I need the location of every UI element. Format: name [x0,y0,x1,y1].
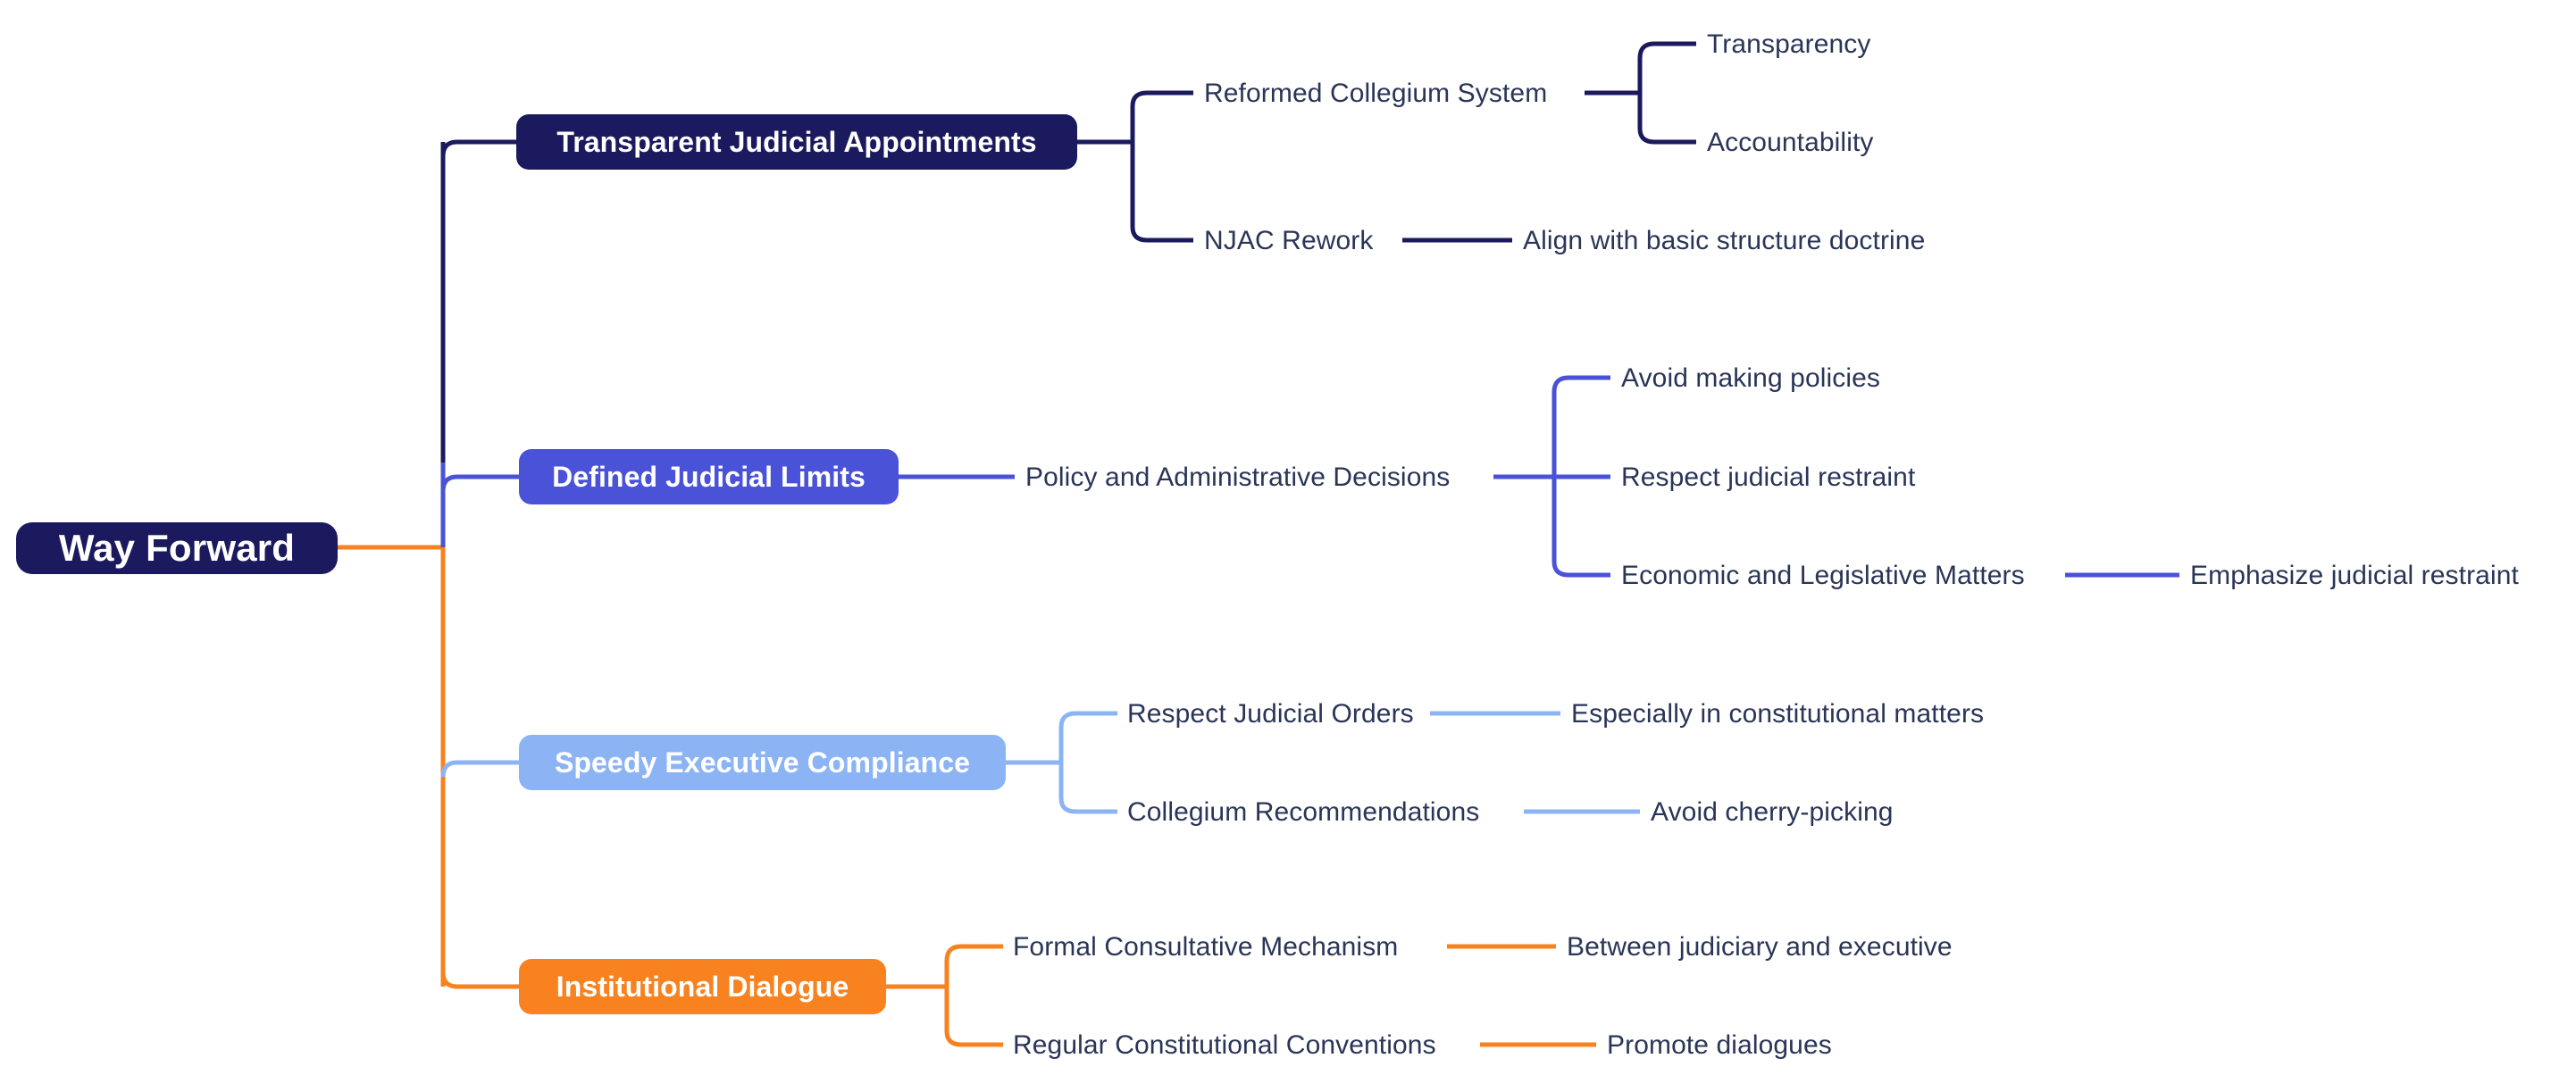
subnode-label: Respect Judicial Orders [1127,699,1414,729]
subnode-njac-rework[interactable]: NJAC Rework [1204,226,1373,256]
branch-label: Institutional Dialogue [556,971,849,1003]
connector-id-bracket-upper [944,944,1003,987]
connector-sec-bracket-upper [1058,711,1117,762]
leaf-transparency[interactable]: Transparency [1707,29,1871,60]
leaf-especially-in-constitutional-matters[interactable]: Especially in constitutional matters [1571,699,1984,729]
connector-branch-defined-judicial-limits [440,474,519,492]
subnode-label: Policy and Administrative Decisions [1025,462,1451,492]
root-node[interactable]: Way Forward [16,522,338,574]
leaf-label: Especially in constitutional matters [1571,699,1985,729]
leaf-economic-and-legislative-matters[interactable]: Economic and Legislative Matters [1621,561,2025,591]
leaf-label: Between judiciary and executive [1567,932,1953,962]
subnode-formal-consultative-mechanism[interactable]: Formal Consultative Mechanism [1013,932,1398,962]
connector-pad-bracket-lower [1551,477,1610,578]
leaf-respect-judicial-restraint[interactable]: Respect judicial restraint [1621,462,1915,493]
connector-rcs-bracket-lower [1637,93,1696,145]
subnode-label: Collegium Recommendations [1127,797,1480,827]
leaf-label: Avoid making policies [1621,363,1881,393]
subnode-label: Reformed Collegium System [1204,79,1548,108]
branch-node-defined-judicial-limits[interactable]: Defined Judicial Limits [519,449,899,504]
leaf-label: Avoid cherry-picking [1651,797,1894,827]
connector-branch-speedy-executive-compliance [440,760,519,778]
branch-label: Transparent Judicial Appointments [556,126,1037,158]
leaf-label: Accountability [1707,128,1874,157]
leaf-avoid-making-policies[interactable]: Avoid making policies [1621,363,1880,394]
root-node-label: Way Forward [58,527,296,569]
leaf-accountability[interactable]: Accountability [1707,128,1874,158]
leaf-between-judiciary-and-executive[interactable]: Between judiciary and executive [1567,932,1953,962]
connector-branch-institutional-dialogue [440,971,519,989]
subnode-respect-judicial-orders[interactable]: Respect Judicial Orders [1127,699,1414,729]
branch-label: Defined Judicial Limits [552,461,866,493]
leaf-label: Economic and Legislative Matters [1621,561,2025,590]
subnode-policy-and-administrative-decisions[interactable]: Policy and Administrative Decisions [1025,462,1450,493]
subnode-reformed-collegium-system[interactable]: Reformed Collegium System [1204,79,1547,109]
connector-sec-bracket-lower [1058,762,1117,814]
connector-pad-bracket-upper [1551,375,1610,477]
leaf-emphasize-judicial-restraint[interactable]: Emphasize judicial restraint [2190,561,2519,591]
leaf-label: Promote dialogues [1607,1030,1832,1060]
leaf-label: Emphasize judicial restraint [2190,561,2519,590]
connector-branch-transparent-judicial-appointments [440,139,516,157]
subnode-label: NJAC Rework [1204,226,1374,255]
branch-node-institutional-dialogue[interactable]: Institutional Dialogue [519,959,886,1014]
leaf-align-with-basic-structure-doctrine[interactable]: Align with basic structure doctrine [1523,226,1925,256]
connector-id-bracket-lower [944,987,1003,1047]
subnode-label: Regular Constitutional Conventions [1013,1030,1436,1060]
subnode-collegium-recommendations[interactable]: Collegium Recommendations [1127,797,1479,828]
branch-label: Speedy Executive Compliance [554,746,971,779]
leaf-label: Transparency [1707,29,1871,59]
connector-tja-bracket-lower [1130,142,1193,243]
leaf-promote-dialogues[interactable]: Promote dialogues [1607,1030,1832,1061]
subnode-regular-constitutional-conventions[interactable]: Regular Constitutional Conventions [1013,1030,1436,1061]
leaf-avoid-cherry-picking[interactable]: Avoid cherry-picking [1651,797,1894,828]
leaf-label: Respect judicial restraint [1621,462,1916,492]
connector-rcs-bracket-upper [1637,41,1696,93]
branch-node-transparent-judicial-appointments[interactable]: Transparent Judicial Appointments [516,114,1077,170]
connector-tja-bracket-upper [1130,90,1193,142]
branch-node-speedy-executive-compliance[interactable]: Speedy Executive Compliance [519,735,1006,790]
leaf-label: Align with basic structure doctrine [1523,226,1926,255]
subnode-label: Formal Consultative Mechanism [1013,932,1399,962]
